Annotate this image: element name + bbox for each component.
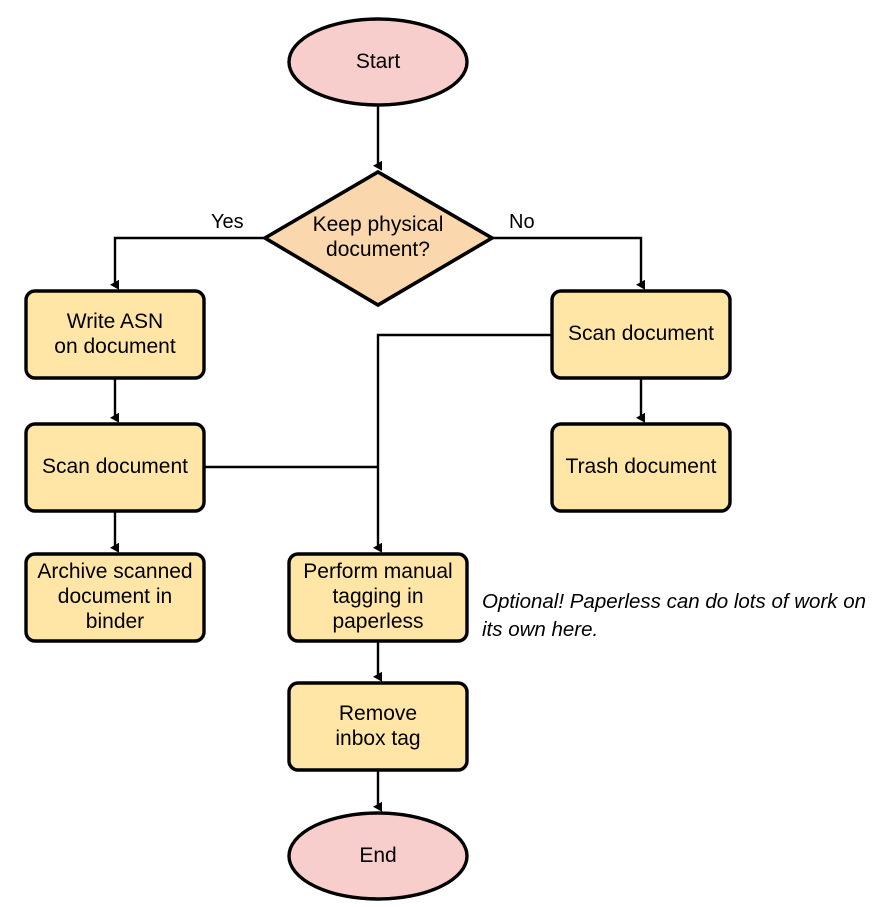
- node-shape-scan-right: [550, 289, 732, 380]
- node-shape-keep-physical: [261, 169, 496, 308]
- node-shape-end: [287, 811, 469, 901]
- node-shape-start: [287, 17, 469, 107]
- annotation-optional-note: Optional! Paperless can do lots of work …: [482, 590, 867, 642]
- edge-decision-no-to-scan-right: [493, 236, 645, 290]
- node-shape-trash: [550, 422, 732, 513]
- edge-scan-right-to-manual-tagging: [373, 333, 552, 553]
- node-shape-manual-tagging: [287, 552, 469, 643]
- node-shape-remove-inbox: [287, 681, 469, 772]
- edge-decision-yes-to-write-asn: [110, 236, 264, 290]
- node-shape-write-asn: [24, 289, 206, 380]
- node-shape-archive-binder: [24, 552, 206, 643]
- node-shape-scan-left: [24, 422, 206, 513]
